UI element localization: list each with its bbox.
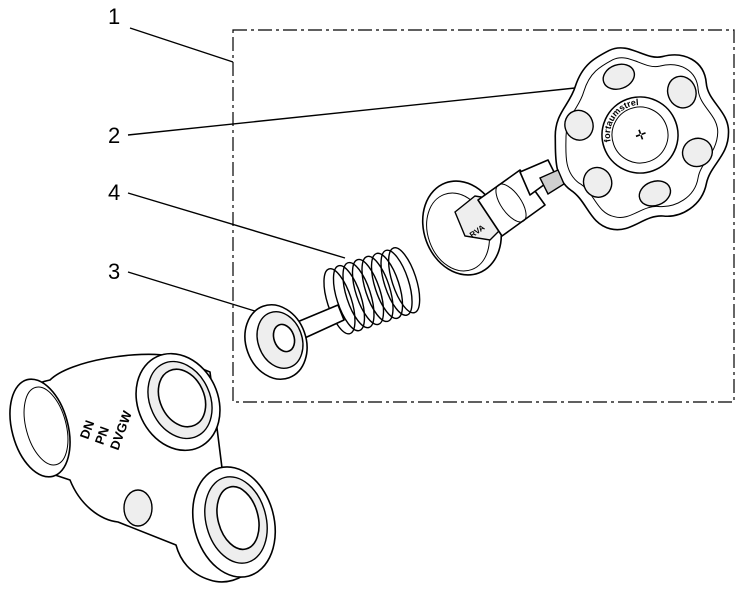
callout-2: 2 xyxy=(108,123,120,148)
callout-4: 4 xyxy=(108,180,120,205)
leader-line-3 xyxy=(127,271,259,313)
spoke-opening xyxy=(582,166,613,198)
marking-pn: PN xyxy=(92,424,112,446)
spring-coil xyxy=(361,255,394,323)
marking-dn: DN xyxy=(77,418,98,441)
spring-coil xyxy=(370,252,404,320)
leader-lines xyxy=(127,27,576,313)
callout-1: 1 xyxy=(108,4,120,29)
disc-center xyxy=(272,323,296,353)
leader-line-4 xyxy=(127,192,346,259)
valve-disc xyxy=(244,304,345,380)
spoke-opening xyxy=(638,180,672,207)
handwheel-hub xyxy=(601,96,679,174)
leader-line-2 xyxy=(127,87,576,136)
leader-line-1 xyxy=(129,27,234,63)
drain-boss xyxy=(123,489,153,527)
outlet-bore xyxy=(216,485,260,551)
valve-body: DN PN DVGW xyxy=(9,352,277,583)
spoke-opening xyxy=(564,109,594,141)
bonnet-assembly: RVA xyxy=(421,159,565,276)
stem-ring xyxy=(495,183,527,223)
assembly-frame xyxy=(232,29,735,403)
bonnet-opening-bore xyxy=(157,368,207,428)
callout-3: 3 xyxy=(108,259,120,284)
spring-coil xyxy=(323,268,356,335)
handwheel-hub-inner xyxy=(611,106,669,164)
handwheel-center-mark: ✛ xyxy=(633,126,649,145)
handwheel: ✛ fortaumstrel xyxy=(554,47,730,231)
spring-coil xyxy=(342,261,375,329)
spring-coil xyxy=(387,247,421,314)
spring-coil xyxy=(380,249,413,316)
spoke-opening xyxy=(602,63,636,90)
spring-coil xyxy=(351,258,385,326)
spoke-opening xyxy=(666,75,697,109)
inlet-flange-inner xyxy=(23,386,69,466)
spring xyxy=(323,247,421,335)
spoke-opening xyxy=(681,137,714,168)
spindle-square xyxy=(539,169,565,196)
